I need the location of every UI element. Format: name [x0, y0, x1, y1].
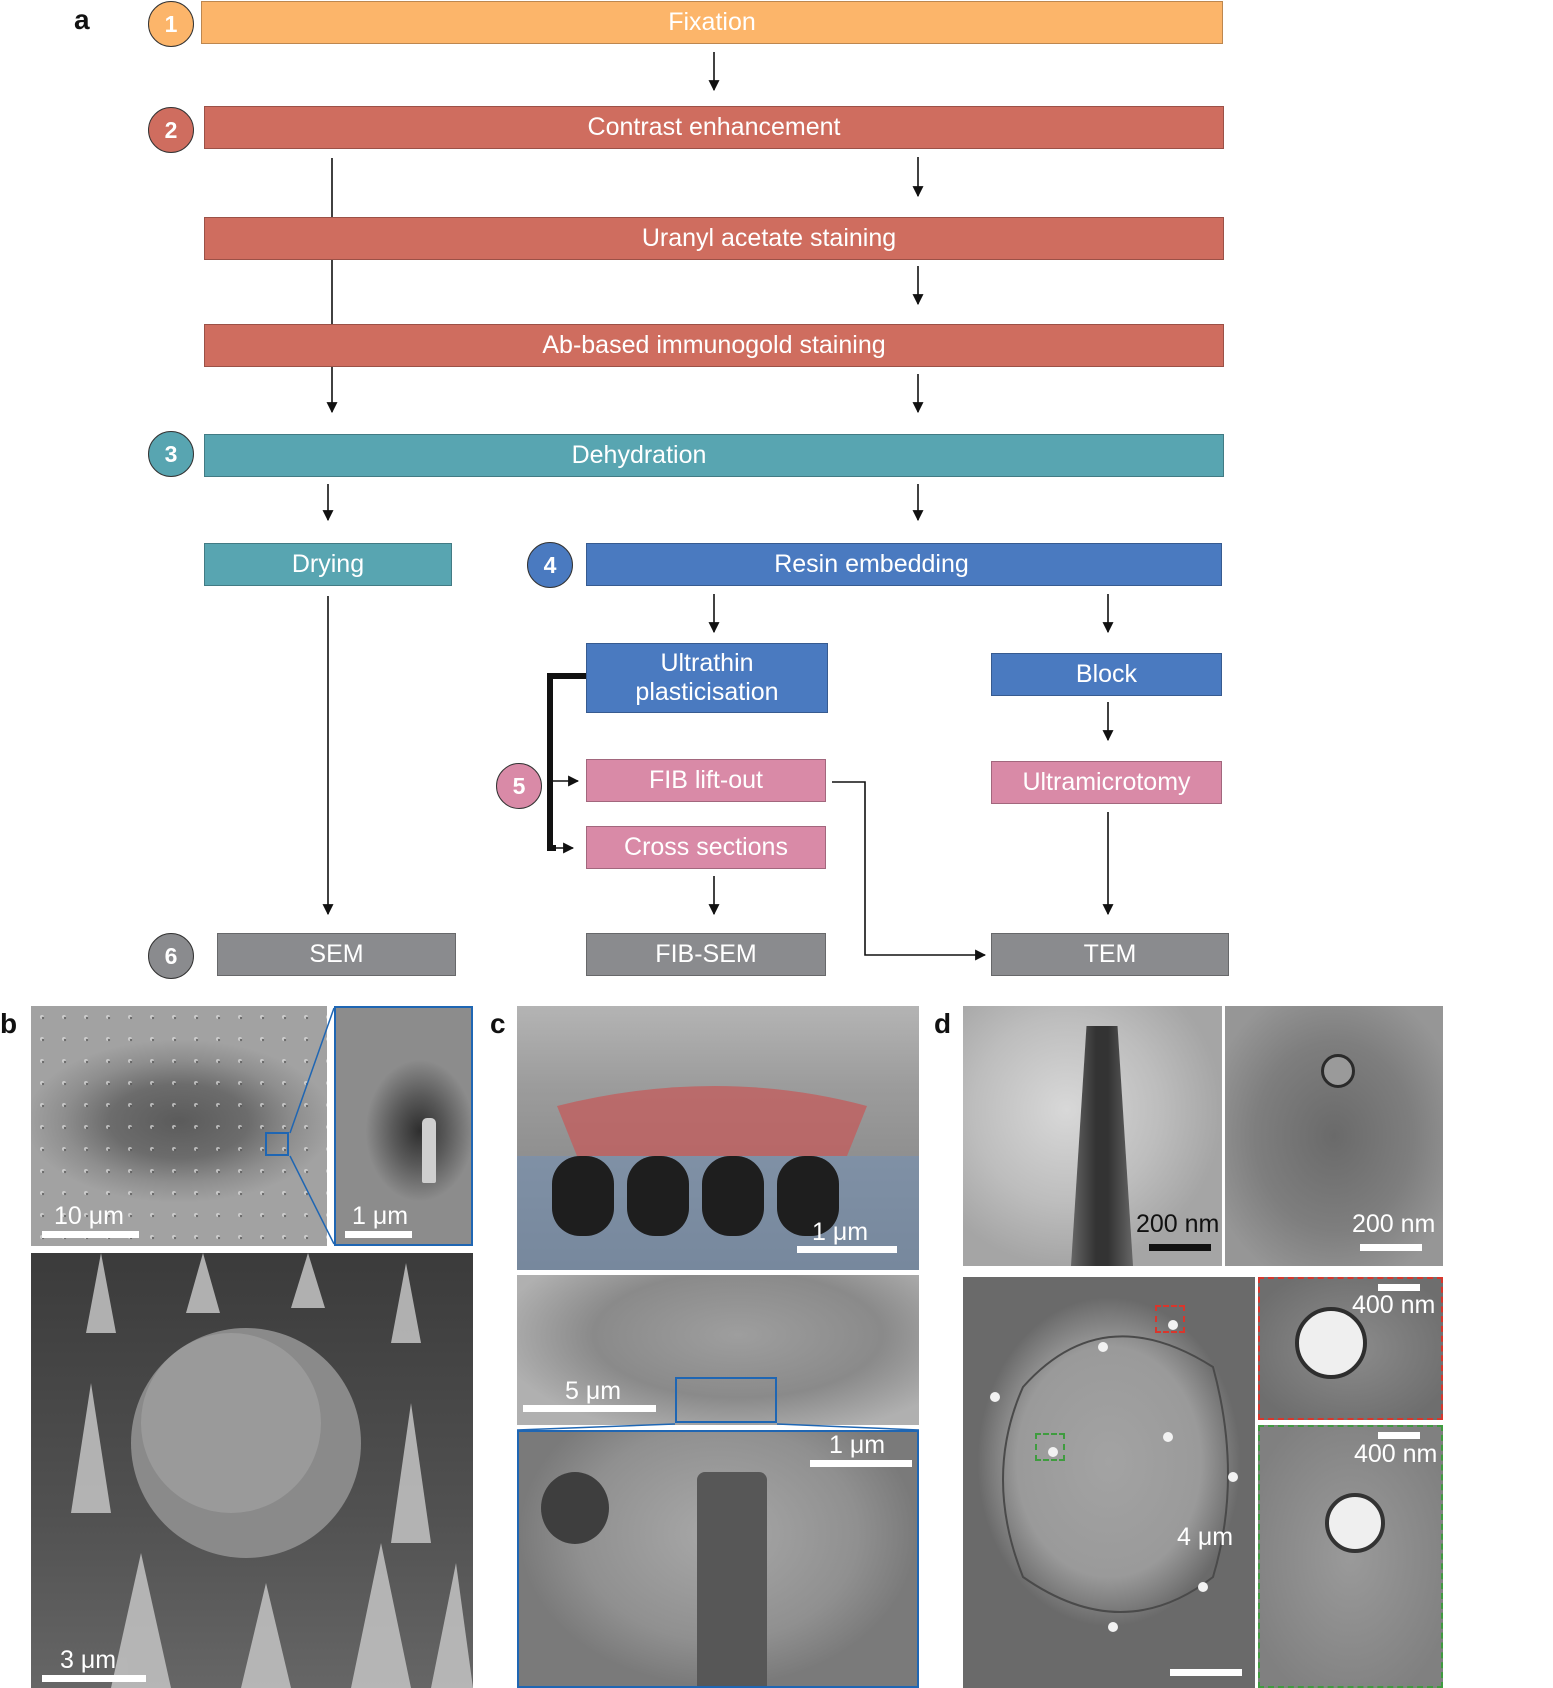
- zoom-region-marker: [265, 1132, 289, 1156]
- step-2-badge: 2: [148, 107, 194, 153]
- scalebar-b3: [42, 1675, 146, 1682]
- scalebar-c3: [810, 1460, 912, 1467]
- fib-sem-overview-image: [517, 1275, 919, 1425]
- scalebar-d2-label: 200 nm: [1352, 1210, 1436, 1238]
- tem-zoom-green-image: [1258, 1425, 1443, 1688]
- scalebar-d3-label: 4 μm: [1177, 1523, 1234, 1551]
- scalebar-d1-label: 200 nm: [1136, 1210, 1220, 1238]
- scalebar-b3-label: 3 μm: [60, 1646, 117, 1674]
- nanopillar-shape: [422, 1118, 436, 1183]
- organelle-shape: [541, 1472, 609, 1544]
- panel-label-b: b: [0, 1008, 18, 1039]
- dehydration-box: Dehydration: [204, 434, 1224, 477]
- scalebar-b1-label: 10 μm: [54, 1202, 124, 1230]
- tem-zoom-red-image: [1258, 1277, 1443, 1420]
- drying-box: Drying: [204, 543, 452, 586]
- step-5-badge: 5: [496, 763, 542, 809]
- fixation-box: Fixation: [201, 1, 1223, 44]
- sem-cell-overview-image: [31, 1006, 327, 1246]
- step-3-badge: 3: [148, 431, 194, 477]
- panel-label-d: d: [934, 1008, 952, 1039]
- scalebar-c1-label: 1 μm: [812, 1218, 869, 1246]
- flow-connectors: [322, 52, 1114, 961]
- tem-membrane-image: [1225, 1006, 1443, 1266]
- scalebar-d5-label: 400 nm: [1354, 1440, 1438, 1468]
- step-4-badge: 4: [527, 542, 573, 588]
- scalebar-d4: [1378, 1284, 1420, 1291]
- scalebar-c2: [523, 1405, 656, 1412]
- fib-liftout-box: FIB lift-out: [586, 759, 826, 802]
- scalebar-d2: [1360, 1244, 1422, 1251]
- fib-sem-zoom-inset-image: [517, 1430, 919, 1688]
- scalebar-c2-label: 5 μm: [565, 1377, 622, 1405]
- scalebar-b2: [345, 1231, 412, 1238]
- scalebar-c1: [797, 1246, 897, 1253]
- vesicle-shape: [1321, 1054, 1355, 1088]
- nanopillar-shape: [697, 1472, 767, 1686]
- scalebar-c3-label: 1 μm: [829, 1431, 886, 1459]
- nanopillar-shape: [1071, 1026, 1133, 1266]
- sem-round-cell-image: [31, 1253, 473, 1688]
- particle-shape: [1295, 1307, 1367, 1379]
- scalebar-d5: [1378, 1432, 1420, 1439]
- fib-sem-cross-section-image: [517, 1006, 919, 1270]
- immunogold-box: Ab-based immunogold staining: [204, 324, 1224, 367]
- step-1-badge: 1: [148, 1, 194, 47]
- zoom-region-marker: [675, 1377, 777, 1423]
- tem-pillar-image: [963, 1006, 1222, 1266]
- scalebar-b2-label: 1 μm: [352, 1202, 409, 1230]
- scalebar-d4-label: 400 nm: [1352, 1291, 1436, 1319]
- scalebar-b1: [42, 1231, 139, 1238]
- block-box: Block: [991, 653, 1222, 696]
- scalebar-d3: [1170, 1669, 1242, 1676]
- roi-green-marker: [1035, 1433, 1065, 1461]
- sem-zoom-inset-image: [334, 1006, 473, 1246]
- fib-sem-box: FIB-SEM: [586, 933, 826, 976]
- step-6-badge: 6: [148, 933, 194, 979]
- scalebar-d1: [1149, 1244, 1211, 1251]
- panel-label-c: c: [490, 1008, 506, 1039]
- sem-box: SEM: [217, 933, 456, 976]
- particle-shape: [1325, 1493, 1385, 1553]
- uranyl-acetate-box: Uranyl acetate staining: [204, 217, 1224, 260]
- panel-label-a: a: [74, 4, 90, 35]
- contrast-enhancement-box: Contrast enhancement: [204, 106, 1224, 149]
- resin-embedding-box: Resin embedding: [586, 543, 1222, 586]
- ultrathin-plasticisation-box: Ultrathin plasticisation: [586, 643, 828, 713]
- tem-cell-overview-image: [963, 1277, 1255, 1688]
- tem-box: TEM: [991, 933, 1229, 976]
- ultramicrotomy-box: Ultramicrotomy: [991, 761, 1222, 804]
- cross-sections-box: Cross sections: [586, 826, 826, 869]
- roi-red-marker: [1155, 1305, 1185, 1333]
